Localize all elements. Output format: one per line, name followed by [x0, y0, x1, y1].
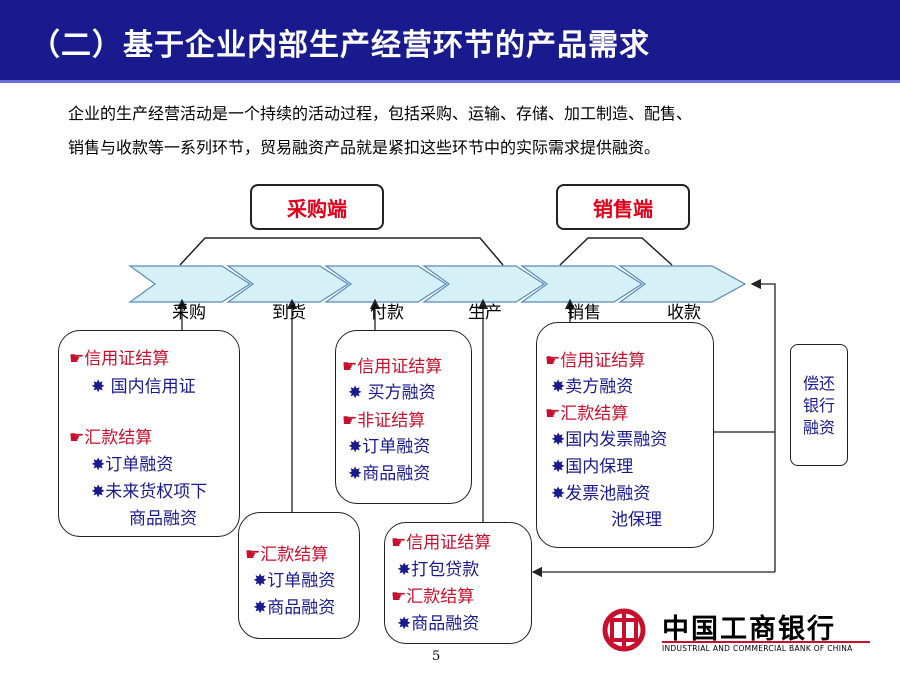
box5-heading-1: ☛信用证结算 — [545, 351, 646, 371]
product-box-production: ☛信用证结算 ✸打包贷款 ☛汇款结算 ✸商品融资 — [384, 522, 532, 644]
purchase-end-box: 采购端 — [250, 184, 384, 230]
repay-loan-box: 偿还 银行 融资 — [790, 344, 848, 466]
repay-line-3: 融资 — [802, 418, 835, 437]
step-label-arrival: 到货 — [272, 303, 306, 323]
box3-sub-3: ✸商品融资 — [348, 464, 431, 484]
chevron-1 — [128, 265, 252, 303]
box3-heading-2: ☛非证结算 — [342, 411, 426, 431]
sales-bracket — [559, 237, 673, 266]
star-bullet-icon: ✸ — [91, 455, 106, 475]
product-box-sales: ☛信用证结算 ✸卖方融资 ☛汇款结算 ✸国内发票融资 ✸国内保理 ✸发票池融资 … — [536, 322, 714, 548]
step-label-production: 生产 — [468, 303, 502, 323]
intro-line-1: 企业的生产经营活动是一个持续的活动过程，包括采购、运输、存储、加工制造、配售、 — [68, 104, 693, 123]
header-divider — [0, 80, 900, 83]
logo-divider — [662, 641, 870, 643]
box5-sub-3: ✸国内保理 — [551, 457, 634, 477]
product-box-arrival: ☛汇款结算 ✸订单融资 ✸商品融资 — [238, 512, 360, 639]
chevron-4 — [422, 265, 546, 303]
star-bullet-icon: ✸ — [253, 571, 268, 591]
box5-sub-2: ✸国内发票融资 — [551, 430, 668, 450]
repay-line-2: 银行 — [802, 396, 835, 415]
repay-line-1: 偿还 — [802, 374, 835, 393]
pointing-hand-icon: ☛ — [391, 533, 407, 553]
star-bullet-icon: ✸ — [551, 377, 566, 397]
logo-name-en: INDUSTRIAL AND COMMERCIAL BANK OF CHINA — [662, 644, 853, 653]
box1-sub-2: ✸订单融资 — [91, 455, 174, 475]
box1-heading-1: ☛信用证结算 — [69, 349, 170, 369]
repay-up-line — [750, 278, 776, 572]
sales-end-box: 销售端 — [556, 184, 690, 230]
star-bullet-icon: ✸ — [253, 598, 268, 618]
box1-heading-2: ☛汇款结算 — [69, 428, 153, 448]
step-label-payment: 付款 — [370, 303, 404, 323]
box1-sub-1: ✸ 国内信用证 — [91, 377, 196, 397]
star-bullet-icon: ✸ — [91, 377, 106, 397]
logo-name-cn: 中国工商银行 — [662, 614, 836, 645]
box2-sub-1: ✸订单融资 — [253, 571, 336, 591]
box5-sub-4: ✸发票池融资 — [551, 484, 651, 504]
pointing-hand-icon: ☛ — [342, 357, 358, 377]
purchase-bracket — [179, 237, 504, 266]
step-label-purchase: 采购 — [172, 303, 206, 323]
step-label-sales: 销售 — [567, 303, 601, 323]
star-bullet-icon: ✸ — [348, 464, 363, 484]
box5-sub-1: ✸卖方融资 — [551, 377, 634, 397]
box1-sub-3: ✸未来货权项下 — [91, 482, 208, 502]
box3-sub-2: ✸订单融资 — [348, 437, 431, 457]
pointing-hand-icon: ☛ — [391, 587, 407, 607]
page-title: （二）基于企业内部生产经营环节的产品需求 — [30, 28, 650, 63]
pointing-hand-icon: ☛ — [245, 545, 261, 565]
box2-heading-1: ☛汇款结算 — [245, 545, 329, 565]
chevron-6 — [618, 265, 747, 303]
star-bullet-icon: ✸ — [397, 614, 412, 634]
box5-heading-2: ☛汇款结算 — [545, 404, 629, 424]
pointing-hand-icon: ☛ — [545, 404, 561, 424]
page-number: 5 — [432, 649, 441, 664]
box5-sub-4b: 池保理 — [611, 510, 662, 530]
chevron-3 — [324, 265, 448, 303]
star-bullet-icon: ✸ — [91, 482, 106, 502]
box2-sub-2: ✸商品融资 — [253, 598, 336, 618]
chevron-row — [128, 265, 747, 303]
box4-heading-2: ☛汇款结算 — [391, 587, 475, 607]
star-bullet-icon: ✸ — [348, 383, 363, 403]
step-label-collection: 收款 — [667, 303, 701, 323]
box3-heading-1: ☛信用证结算 — [342, 357, 443, 377]
box4-sub-1: ✸打包贷款 — [397, 560, 480, 580]
pointing-hand-icon: ☛ — [545, 351, 561, 371]
star-bullet-icon: ✸ — [551, 457, 566, 477]
box3-sub-1: ✸ 买方融资 — [348, 383, 436, 403]
box4-sub-2: ✸商品融资 — [397, 614, 480, 634]
header-bar — [0, 0, 900, 80]
intro-text: 企业的生产经营活动是一个持续的活动过程，包括采购、运输、存储、加工制造、配售、 … — [68, 97, 868, 165]
pointing-hand-icon: ☛ — [69, 428, 85, 448]
box1-sub-3b: 商品融资 — [129, 509, 197, 529]
pointing-hand-icon: ☛ — [69, 349, 85, 369]
star-bullet-icon: ✸ — [397, 560, 412, 580]
star-bullet-icon: ✸ — [348, 437, 363, 457]
pointing-hand-icon: ☛ — [342, 411, 358, 431]
box4-heading-1: ☛信用证结算 — [391, 533, 492, 553]
star-bullet-icon: ✸ — [551, 484, 566, 504]
product-box-payment: ☛信用证结算 ✸ 买方融资 ☛非证结算 ✸订单融资 ✸商品融资 — [335, 330, 472, 504]
star-bullet-icon: ✸ — [551, 430, 566, 450]
intro-line-2: 销售与收款等一系列环节，贸易融资产品就是紧扣这些环节中的实际需求提供融资。 — [68, 138, 661, 157]
chevron-2 — [226, 265, 350, 303]
chevron-5 — [520, 265, 644, 303]
product-box-purchase: ☛信用证结算 ✸ 国内信用证 ☛汇款结算 ✸订单融资 ✸未来货权项下 商品融资 — [58, 330, 240, 537]
